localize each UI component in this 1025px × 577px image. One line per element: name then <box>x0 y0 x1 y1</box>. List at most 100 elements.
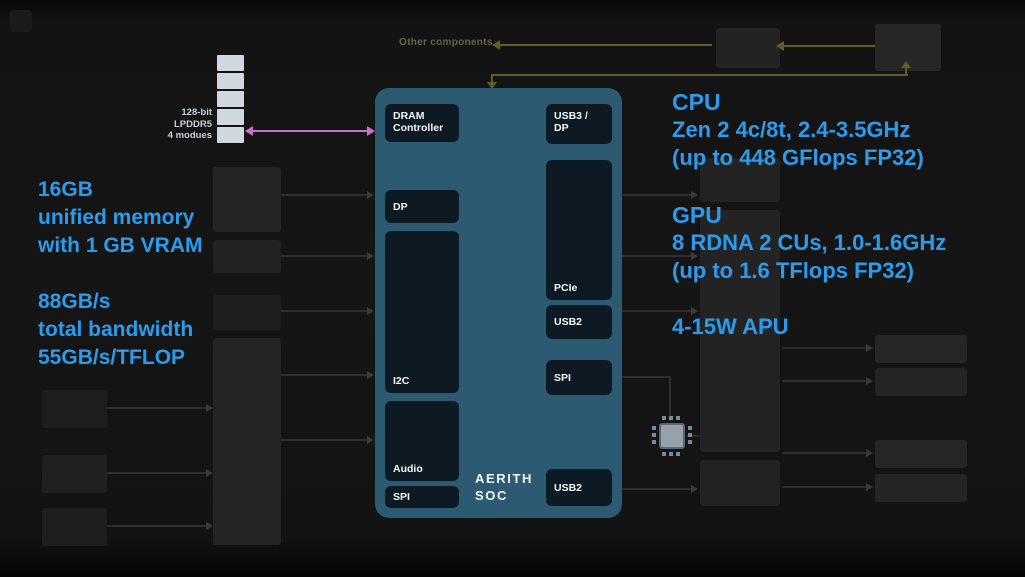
arrowhead-icon <box>691 191 698 199</box>
background-block <box>213 338 281 545</box>
soc-title-line: AERITH <box>475 471 533 486</box>
background-block <box>700 460 780 506</box>
background-block <box>42 508 107 546</box>
soc-block-label: DRAM Controller <box>393 110 444 134</box>
connector-line <box>784 45 875 47</box>
arrowhead-icon <box>367 436 374 444</box>
annotation-line: (up to 1.6 TFlops FP32) <box>672 258 915 283</box>
arrowhead-icon <box>866 344 873 352</box>
connector-line <box>622 488 691 490</box>
connector-line <box>622 255 691 257</box>
connector-line <box>281 439 367 441</box>
soc-block-label: USB2 <box>554 481 583 494</box>
memory-module <box>217 73 244 89</box>
arrowhead-icon <box>492 40 500 50</box>
connector-line <box>669 376 671 421</box>
soc-block-spi-left: SPI <box>385 486 459 508</box>
soc-block-label: SPI <box>393 491 410 503</box>
background-block <box>213 240 281 273</box>
background-block <box>875 368 967 396</box>
memory-module <box>217 127 244 143</box>
background-block <box>700 158 780 202</box>
annotation-line: unified memory <box>38 206 195 229</box>
arrowhead-icon <box>776 41 784 51</box>
bandwidth-annotation: 88GB/s total bandwidth 55GB/s/TFLOP <box>38 288 193 372</box>
arrowhead-icon <box>245 126 253 136</box>
arrowhead-icon <box>866 483 873 491</box>
memory-annotation: 16GB unified memory with 1 GB VRAM <box>38 176 203 260</box>
soc-title-line: SOC <box>475 488 508 503</box>
soc-title: AERITH SOC <box>475 470 533 504</box>
arrowhead-icon <box>691 307 698 315</box>
connector-line <box>622 194 691 196</box>
soc-block-audio: Audio <box>385 401 459 481</box>
connector-line <box>782 380 866 382</box>
memory-module <box>217 109 244 125</box>
connector-line <box>281 255 367 257</box>
annotation-line: Zen 2 4c/8t, 2.4-3.5GHz <box>672 117 911 142</box>
soc-block-label: I2C <box>393 375 410 387</box>
annotation-line: 16GB <box>38 178 93 201</box>
arrowhead-icon <box>866 377 873 385</box>
gpu-annotation: GPU 8 RDNA 2 CUs, 1.0-1.6GHz (up to 1.6 … <box>672 201 1017 285</box>
chip-icon <box>652 416 692 456</box>
background-block <box>875 474 967 502</box>
arrowhead-icon <box>367 307 374 315</box>
annotation-line: total bandwidth <box>38 318 194 341</box>
arrowhead-icon <box>206 404 213 412</box>
background-block <box>213 295 281 330</box>
arrowhead-icon <box>367 126 375 136</box>
background-block <box>42 455 107 493</box>
soc-block-spi-right: SPI <box>546 360 612 395</box>
cpu-annotation: CPU Zen 2 4c/8t, 2.4-3.5GHz (up to 448 G… <box>672 88 1017 172</box>
background-block <box>700 210 780 452</box>
background-block <box>10 10 32 32</box>
arrowhead-icon <box>367 252 374 260</box>
background-block <box>213 167 281 232</box>
connector-line <box>782 486 866 488</box>
memory-module <box>217 91 244 107</box>
cpu-heading: CPU <box>672 89 721 115</box>
connector-line <box>687 435 700 437</box>
connector-line <box>492 74 908 76</box>
connector-line <box>622 310 691 312</box>
connector-line <box>905 68 907 76</box>
connector-line <box>107 472 206 474</box>
arrowhead-icon <box>691 252 698 260</box>
spec-annotations: CPU Zen 2 4c/8t, 2.4-3.5GHz (up to 448 G… <box>672 88 1017 341</box>
background-block <box>716 28 780 68</box>
connector-line <box>281 194 367 196</box>
power-annotation: 4-15W APU <box>672 314 789 339</box>
soc-block-dram-controller: DRAM Controller <box>385 104 459 142</box>
soc-block-label: USB3 / DP <box>554 110 588 134</box>
other-components-label: Other components <box>399 37 493 48</box>
aerith-soc: DRAM Controller DP I2C Audio SPI USB3 / … <box>375 88 622 518</box>
soc-block-label: USB2 <box>554 316 583 328</box>
arrowhead-icon <box>206 469 213 477</box>
soc-block-usb2-bottom: USB2 <box>546 469 612 506</box>
connector-line <box>107 407 206 409</box>
arrowhead-icon <box>367 191 374 199</box>
annotation-line: with 1 GB VRAM <box>38 234 203 257</box>
memory-label: 128-bit LPDDR5 4 modues <box>136 107 212 142</box>
soc-block-usb3-dp: USB3 / DP <box>546 104 612 144</box>
annotation-line: 88GB/s <box>38 290 111 313</box>
soc-block-i2c: I2C <box>385 231 459 393</box>
soc-block-usb2-top: USB2 <box>546 305 612 339</box>
soc-block-dp: DP <box>385 190 459 223</box>
connector-line <box>281 374 367 376</box>
annotation-line: (up to 448 GFlops FP32) <box>672 145 924 170</box>
connector-line <box>107 525 206 527</box>
annotation-line: 55GB/s/TFLOP <box>38 346 186 369</box>
connector-line <box>281 310 367 312</box>
memory-label-line: LPDDR5 <box>173 118 212 130</box>
arrowhead-icon <box>487 82 497 89</box>
soc-block-label: DP <box>393 200 408 213</box>
soc-block-label: SPI <box>554 371 571 384</box>
soc-block-label: PCIe <box>554 282 578 294</box>
arrowhead-icon <box>691 485 698 493</box>
background-block <box>42 390 107 428</box>
connector-line <box>491 74 493 82</box>
background-block <box>875 335 967 363</box>
